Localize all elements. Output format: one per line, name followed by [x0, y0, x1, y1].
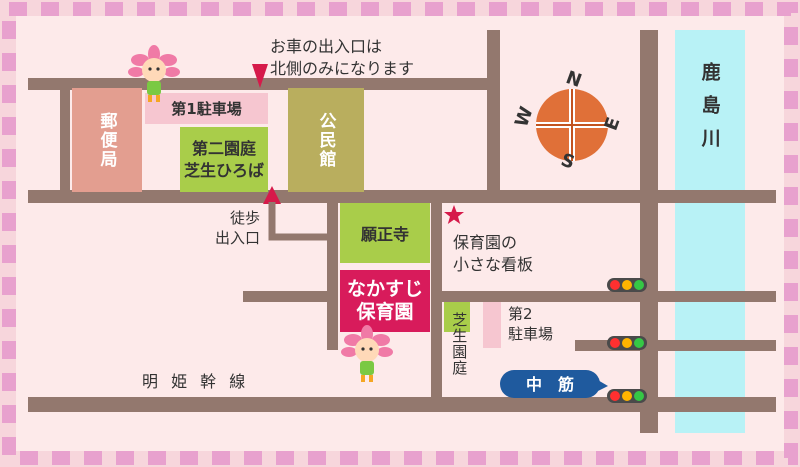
main-road-label: 明 姫 幹 線 — [142, 372, 250, 391]
lawn-plaza: 第二園庭 芝生ひろば — [180, 127, 268, 192]
temple-label: 願正寺 — [360, 225, 409, 244]
river-label: 鹿島川 — [698, 62, 721, 161]
traffic-light-icon — [607, 278, 647, 292]
lawn-garden-block — [444, 302, 470, 332]
middle-road — [28, 190, 776, 203]
community-hall-label: 公民館 — [315, 111, 336, 169]
sign-note: 保育園の 小さな看板 — [453, 232, 533, 275]
traffic-light-icon — [607, 389, 647, 403]
parking-lot-2-label: 第2 駐車場 — [508, 305, 553, 344]
road-center-north — [487, 30, 500, 200]
nakasuji-sign-label: 中 筋 — [525, 375, 574, 394]
traffic-light-icon — [607, 336, 647, 350]
flower-mascot-icon — [128, 45, 180, 102]
car-entrance-note: お車の出入口は 北側のみになります — [270, 36, 414, 79]
riverside-road — [640, 30, 658, 433]
north-road — [28, 78, 500, 90]
flower-mascot-icon — [341, 325, 393, 382]
road-east-2 — [575, 340, 776, 351]
sign-star-icon — [444, 205, 464, 224]
parking-lot-2 — [483, 302, 501, 348]
nakasuji-sign — [500, 370, 608, 398]
post-office-label: 郵便局 — [96, 111, 117, 169]
parking-lot-1: 第1駐車場 — [145, 93, 268, 124]
nursery-label-1: なかすじ — [346, 278, 423, 301]
compass-icon — [536, 89, 608, 161]
main-road — [28, 397, 776, 412]
parking-lot-1-label: 第1駐車場 — [171, 100, 242, 118]
road-temple-west — [327, 200, 338, 350]
lawn-garden-label: 芝生園庭 — [450, 312, 469, 376]
lawn-plaza-label-2: 芝生ひろば — [183, 160, 264, 180]
lawn-plaza-label-1: 第二園庭 — [191, 138, 256, 158]
sign-note-line-2: 小さな看板 — [453, 254, 534, 274]
walk-entrance-arrow-icon — [263, 186, 332, 241]
temple: 願正寺 — [340, 203, 430, 263]
sign-note-line-1: 保育園の — [453, 233, 518, 252]
car-entrance-arrow-icon — [252, 64, 268, 88]
car-entrance-line-1: お車の出入口は — [270, 37, 383, 56]
parking2-label-1: 第2 — [508, 305, 533, 323]
road-east-1 — [434, 291, 776, 302]
side-road-west — [243, 291, 335, 302]
river — [675, 30, 745, 433]
walk-entrance-note: 徒歩 出入口 — [202, 208, 260, 249]
post-office: 郵便局 — [72, 88, 142, 192]
community-hall: 公民館 — [288, 88, 364, 192]
walk-entrance-line-2: 出入口 — [214, 229, 260, 248]
parking2-label-2: 駐車場 — [508, 324, 554, 343]
road-west — [60, 88, 70, 198]
nursery-label-2: 保育園 — [356, 301, 414, 323]
walk-entrance-line-1: 徒歩 — [229, 209, 260, 227]
nakasuji-nursery: なかすじ 保育園 — [340, 270, 430, 332]
car-entrance-line-2: 北側のみになります — [270, 58, 415, 78]
